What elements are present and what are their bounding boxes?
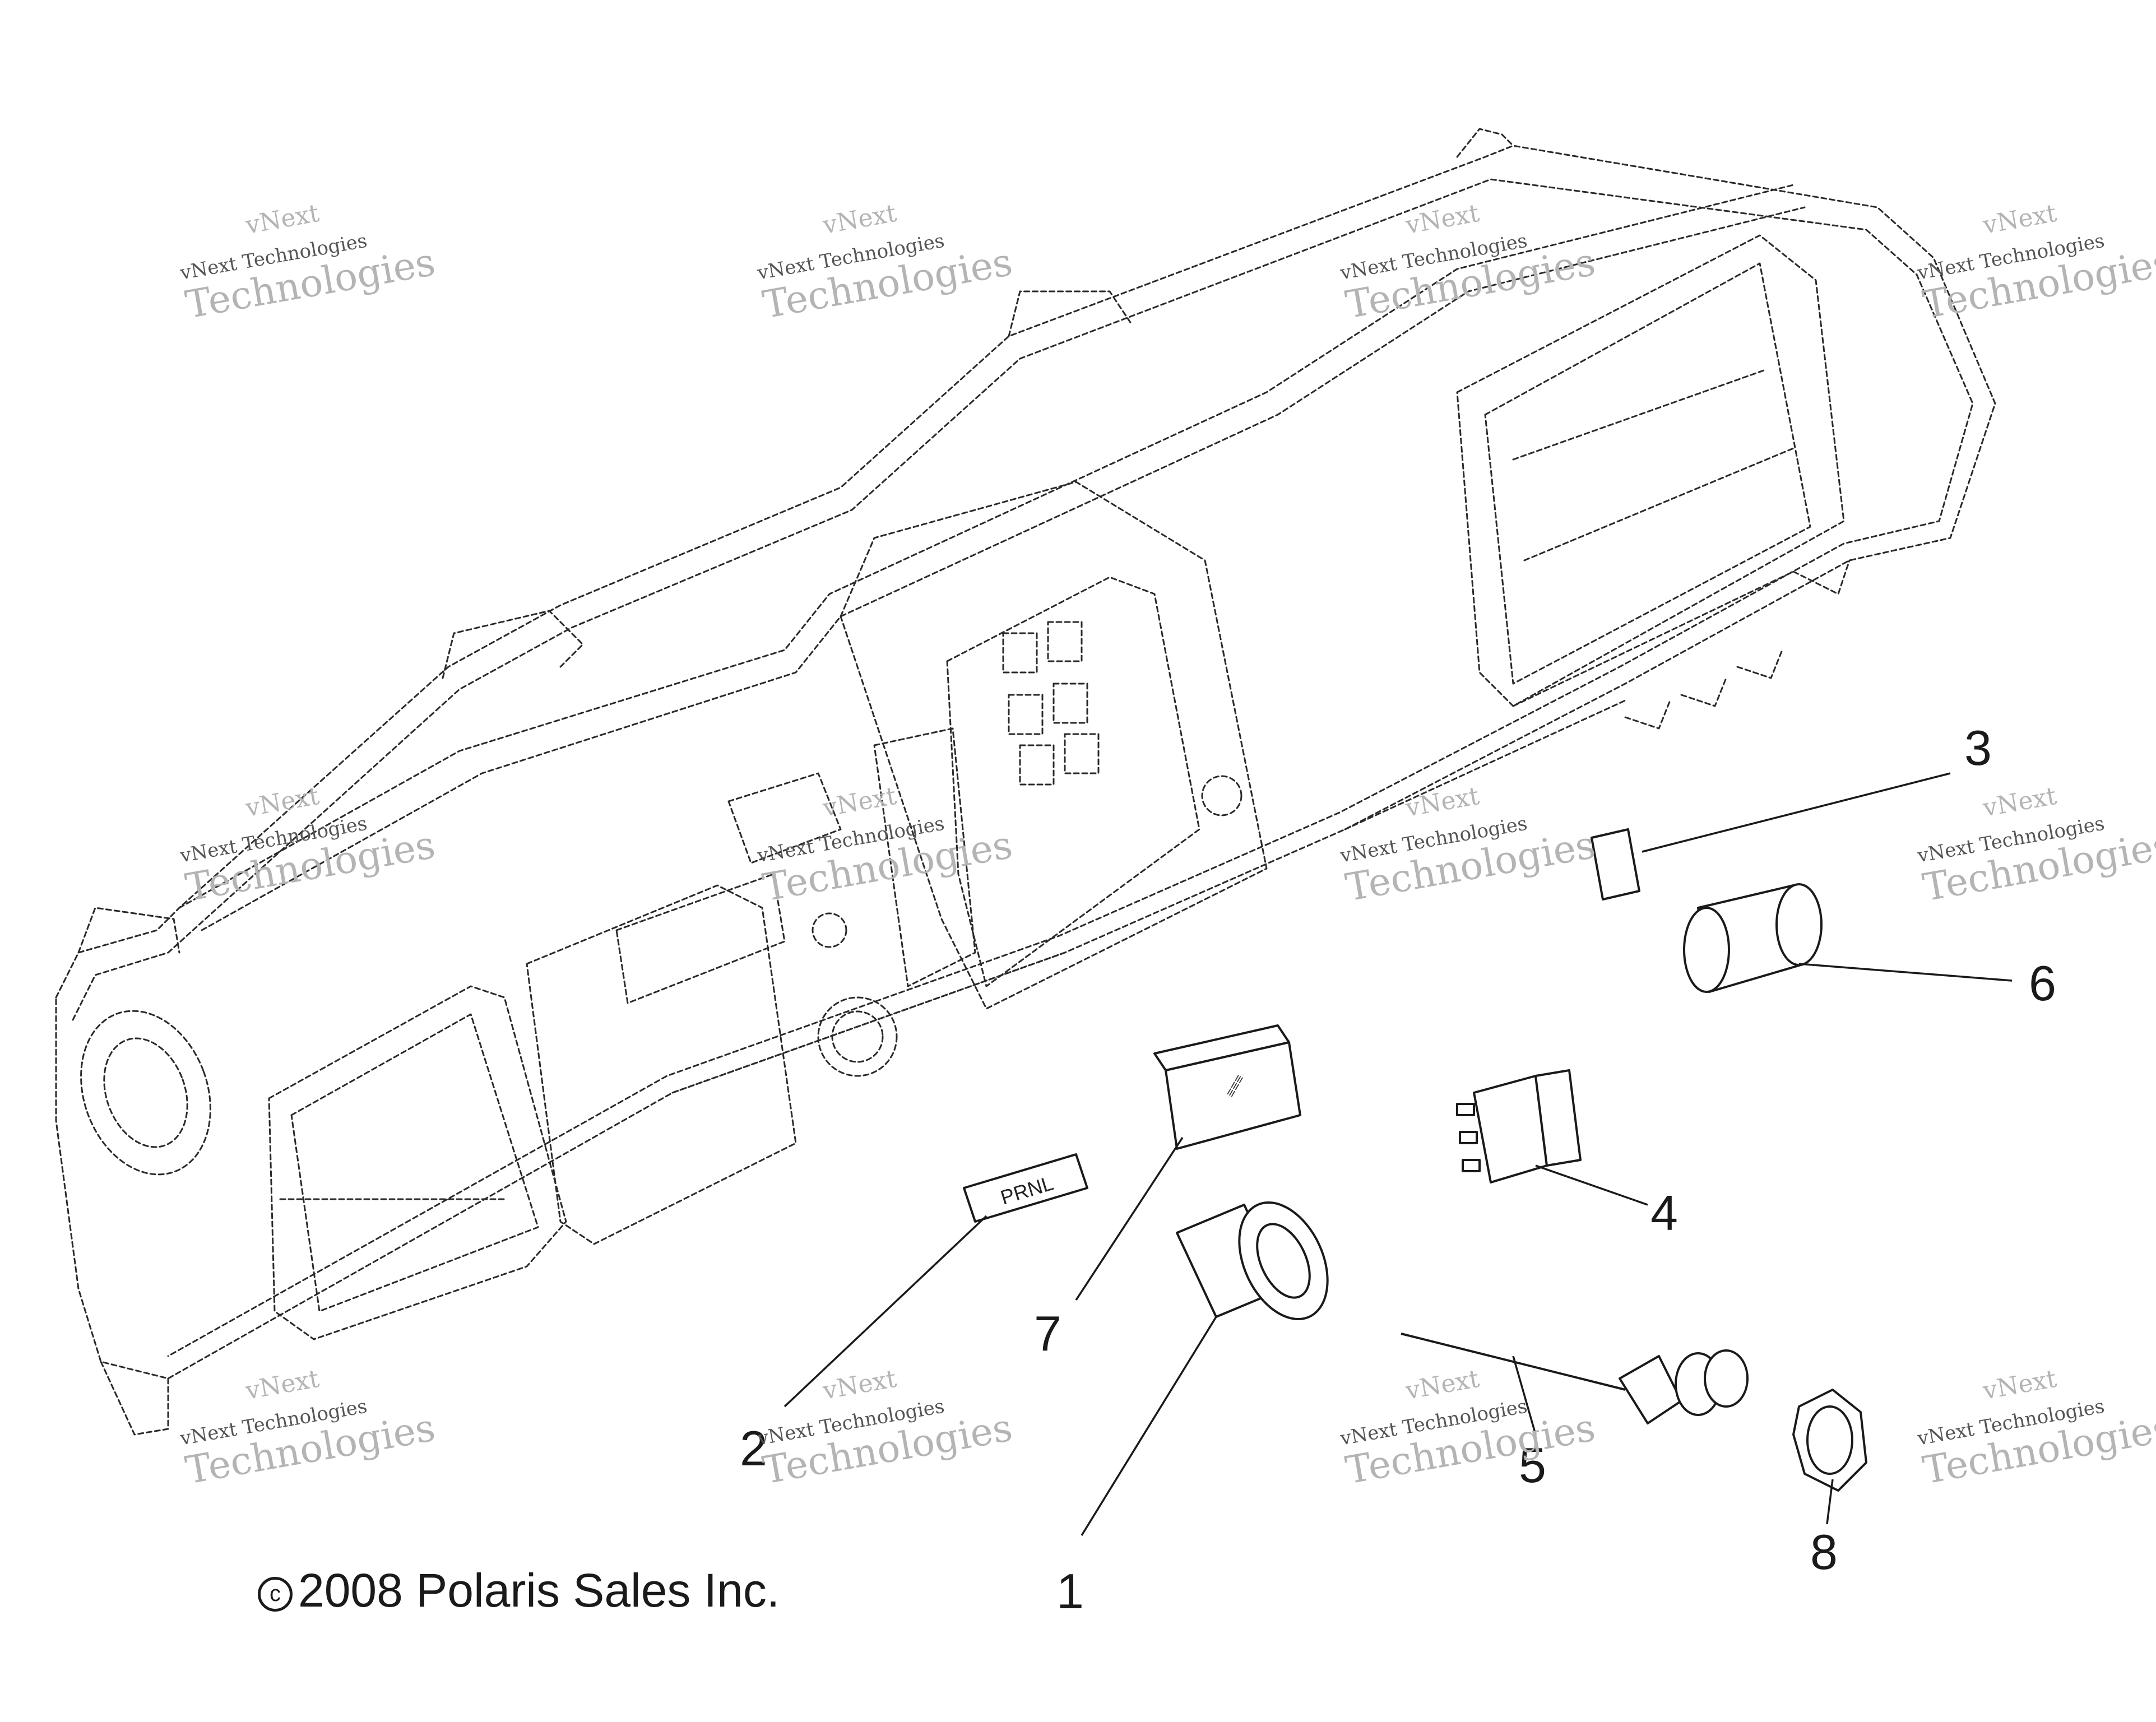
- watermark: vNext vNext Technologies Technologies: [1916, 199, 2156, 328]
- svg-text:vNext: vNext: [1981, 1364, 2059, 1405]
- leader-line-3: [1642, 772, 1951, 853]
- part-2-gear-indicator: PRNL: [963, 1153, 1088, 1223]
- part-6-cylinder: [1683, 883, 1823, 993]
- callout-6: 6: [2029, 955, 2056, 1011]
- watermarks: vNext vNext Technologies Technologies vN…: [178, 199, 2156, 1493]
- watermark: vNext vNext Technologies Technologies: [755, 199, 1016, 328]
- callout-5: 5: [1519, 1437, 1546, 1493]
- leader-line-6: [1798, 963, 2013, 982]
- leader-line-4: [1535, 1164, 1648, 1206]
- svg-text:vNext: vNext: [1981, 199, 2059, 240]
- svg-text:vNext: vNext: [243, 782, 322, 823]
- part-7-relay: ≡≡≡: [1153, 1024, 1301, 1150]
- part-3-pad: [1591, 828, 1640, 901]
- callout-8: 8: [1810, 1524, 1838, 1580]
- svg-text:vNext: vNext: [820, 199, 899, 240]
- part-1-ignition-switch: [1176, 1201, 1329, 1320]
- leader-line-2: [783, 1215, 987, 1408]
- svg-text:vNext: vNext: [243, 1364, 322, 1405]
- svg-text:vNext: vNext: [1403, 199, 1482, 240]
- callout-1: 1: [1056, 1563, 1084, 1619]
- callout-2: 2: [740, 1421, 767, 1476]
- watermark: vNext vNext Technologies Technologies: [1338, 782, 1599, 911]
- callout-3: 3: [1964, 720, 1992, 776]
- watermark: vNext vNext Technologies Technologies: [755, 782, 1016, 911]
- dashboard-assembly-drawing: [55, 128, 1996, 1436]
- svg-text:vNext: vNext: [1981, 782, 2059, 823]
- leader-line-5: [1512, 1356, 1537, 1435]
- svg-text:vNext: vNext: [1403, 782, 1482, 823]
- watermark: vNext vNext Technologies Technologies: [178, 1364, 439, 1493]
- watermark: vNext vNext Technologies Technologies: [1916, 1364, 2156, 1493]
- svg-text:vNext: vNext: [820, 782, 899, 823]
- svg-text:vNext: vNext: [820, 1364, 899, 1405]
- watermark: vNext vNext Technologies Technologies: [1338, 1364, 1599, 1493]
- watermark: vNext vNext Technologies Technologies: [1338, 199, 1599, 328]
- watermark: vNext vNext Technologies Technologies: [755, 1364, 1016, 1493]
- callout-7: 7: [1034, 1306, 1061, 1361]
- callout-4: 4: [1650, 1185, 1678, 1241]
- watermark: vNext vNext Technologies Technologies: [178, 199, 439, 328]
- copyright-symbol: c: [258, 1577, 293, 1612]
- watermark: vNext vNext Technologies Technologies: [178, 782, 439, 911]
- watermark: vNext vNext Technologies Technologies: [1916, 782, 2156, 911]
- leader-line-1: [1081, 1316, 1217, 1536]
- svg-text:vNext: vNext: [1403, 1364, 1482, 1405]
- part-8-nut: [1792, 1389, 1867, 1492]
- part-5-key-rod: [1401, 1333, 1749, 1424]
- copyright-text: 2008 Polaris Sales Inc.: [298, 1564, 780, 1617]
- svg-text:vNext: vNext: [243, 199, 322, 240]
- leader-line-7: [1075, 1137, 1184, 1301]
- leader-line-8: [1826, 1479, 1834, 1525]
- part-4-rocker-switch: [1456, 1069, 1582, 1183]
